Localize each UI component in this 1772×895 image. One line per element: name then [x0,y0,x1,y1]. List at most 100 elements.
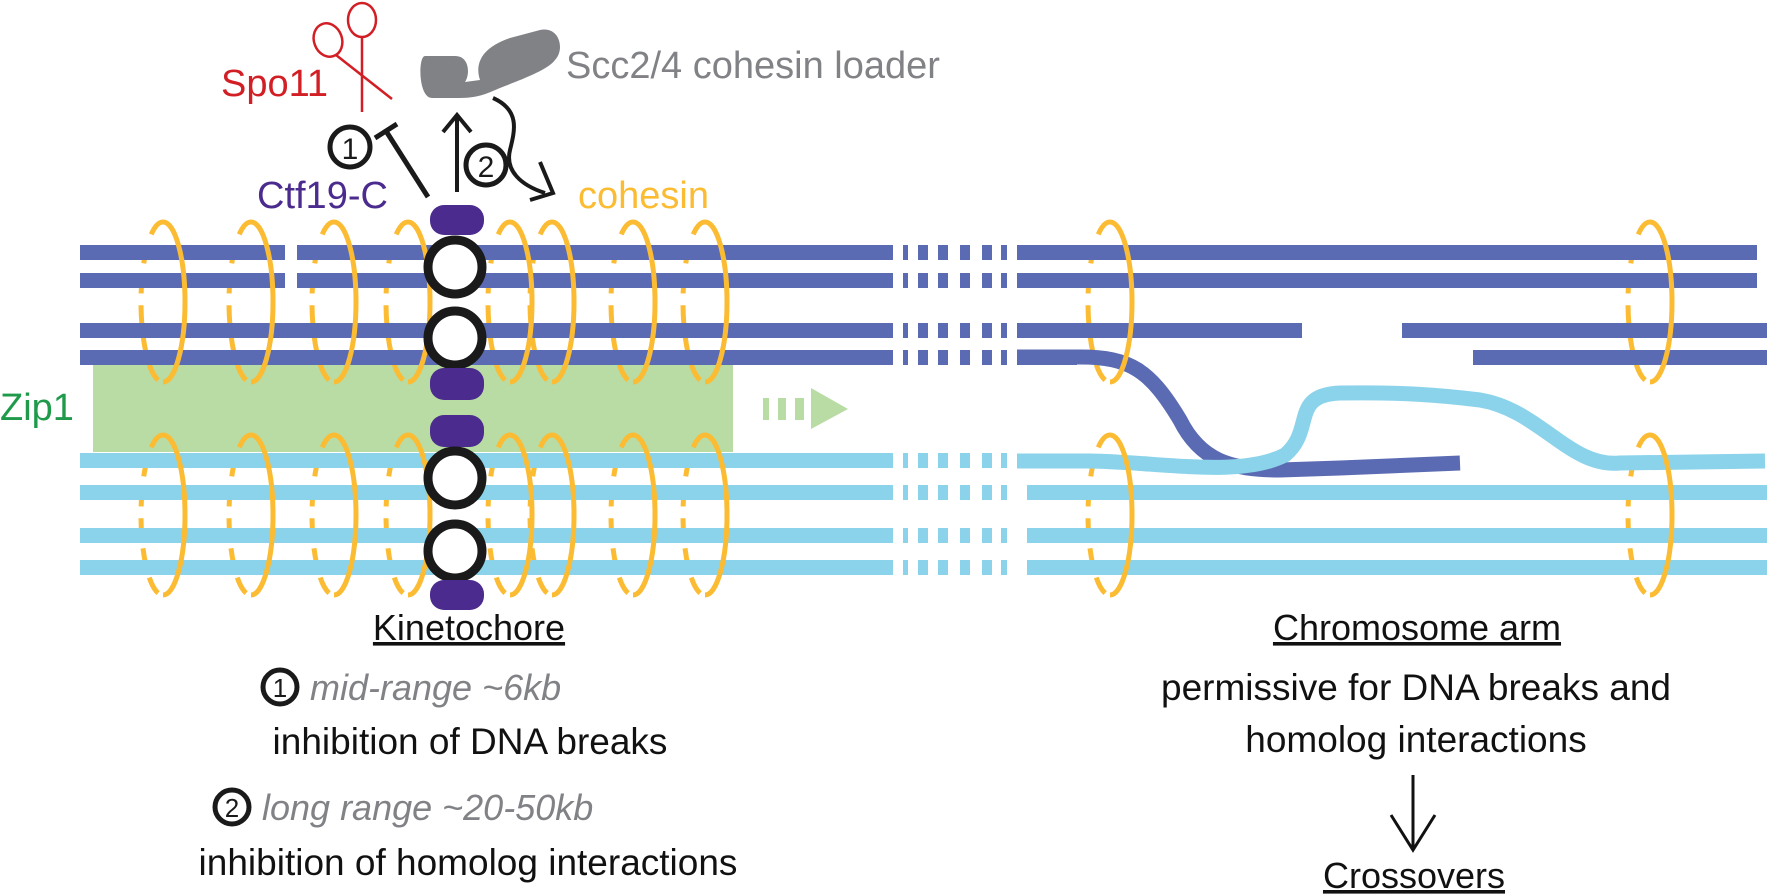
chromatid-gap-dash [982,528,992,543]
cohesin-ring [162,432,188,598]
chromatid-gap-dash [1001,350,1007,365]
cohesin-ring-back [138,432,164,598]
chromatid-gap-dash [1001,273,1007,288]
cohesin-ring [1109,432,1135,598]
chromatid-gap-dash [1001,485,1007,500]
cohesin-ring-back [608,432,634,598]
chromatid-gap-dash [903,485,908,500]
cohesin-ring [407,432,433,598]
cohesin-ring [632,432,658,598]
cohesin-ring [1649,432,1675,598]
chromatid-gap-dash [1001,560,1007,575]
scissors-icon [312,1,393,112]
kinetochore-column [423,205,487,610]
cohesin-rings-back [138,219,1651,598]
ctf19-subunit [430,580,484,610]
ctf19-label: Ctf19-C [257,175,388,217]
cohesin-ring-back [485,219,511,385]
chromatid-gap-dash [903,560,908,575]
chromatid-gap-dash [982,245,992,260]
chromatid-gap-dash [938,350,948,365]
chromatid-segment [80,560,893,575]
cohesin-ring-back [1085,219,1111,385]
cohesin-ring-back [1625,432,1651,598]
cohesin-ring [250,432,276,598]
cohesin-ring-back [680,432,706,598]
chromatid-segment [1402,323,1767,338]
cohesin-ring [551,219,577,385]
chromatid-gap-dash [918,560,928,575]
kinetochore-title: Kinetochore [373,607,565,648]
chromatid-segment [297,245,893,260]
chromatid-gap-dash [960,485,970,500]
chromatid-gap-dash [960,350,970,365]
arm-line-1: permissive for DNA breaks and [1161,667,1671,708]
cohesin-ring [704,432,730,598]
chromosome-strands [80,245,1767,575]
cohesin-ring-back [608,219,634,385]
item1-effect: inhibition of DNA breaks [273,721,668,762]
load-cohesin-arrow [492,96,556,202]
ctf19-subunit [430,205,484,235]
chromatid-gap-dash [1001,245,1007,260]
spo11-label: Spo11 [221,63,328,105]
cohesin-label: cohesin [578,175,709,217]
chromatid-gap-dash [918,273,928,288]
chromatid-gap-dash [960,528,970,543]
chromatid-segment [1027,528,1767,543]
chromatid-segment [80,453,893,468]
marker-2-circle: 2 [463,142,509,188]
chromatid-gap-dash [982,485,992,500]
cohesin-ring [632,219,658,385]
cohesin-ring-back [226,219,252,385]
chromatid-gap-dash [918,350,928,365]
chromatid-gap-dash [903,273,908,288]
chromatid-gap-dash [938,485,948,500]
chromatid-gap-dash [982,453,992,468]
chromatid-gap-dash [938,323,948,338]
cohesin-ring [333,219,359,385]
chromatid-segment [1027,485,1767,500]
chromatid-gap-dash [1001,528,1007,543]
chromatid-gap-dash [938,273,948,288]
chromatid-gap-dash [982,560,992,575]
chromatid-gap-dash [938,453,948,468]
recruit-arrow-up [441,111,473,192]
crossovers-label: Crossovers [1323,855,1505,895]
cohesin-ring [1109,219,1135,385]
cohesin-ring-back [309,219,335,385]
cohesin-ring-back [309,432,335,598]
cohesin-ring-back [138,219,164,385]
cohesin-ring-back [1085,432,1111,598]
crossover-strand-dark [1017,349,1461,478]
cohesin-ring [509,219,535,385]
chromatid-gap-dash [960,560,970,575]
marker-1-label: 1 [342,133,359,166]
item2-marker: 2 [225,793,239,823]
chromatid-gap-dash [982,350,992,365]
inhibition-arrow [373,121,431,199]
chromatid-gap-dash [960,453,970,468]
chromatid-gap-dash [903,453,908,468]
chromatid-gap-dash [938,560,948,575]
zip1-label: Zip1 [0,387,74,429]
chromatid-gap-dash [918,323,928,338]
zip1-extension-arrow [763,388,848,429]
chromatid-segment [297,273,893,288]
chromatid-gap-dash [960,245,970,260]
item1-range: mid-range ~6kb [310,667,561,708]
cohesin-rings-front [162,219,1675,598]
down-arrow-icon [1389,775,1437,853]
loader-label: Scc2/4 cohesin loader [566,45,940,87]
arm-line-2: homolog interactions [1245,719,1586,760]
chromatid-segment [80,323,893,338]
cohesin-ring [333,432,359,598]
centromere-nucleosome [423,235,487,299]
chromatid-gap-dash [982,273,992,288]
cohesin-ring [250,219,276,385]
chromatid-gap-dash [903,245,908,260]
cohesin-ring-back [680,219,706,385]
chromatid-gap-dash [918,485,928,500]
chromatid-segment [80,528,893,543]
